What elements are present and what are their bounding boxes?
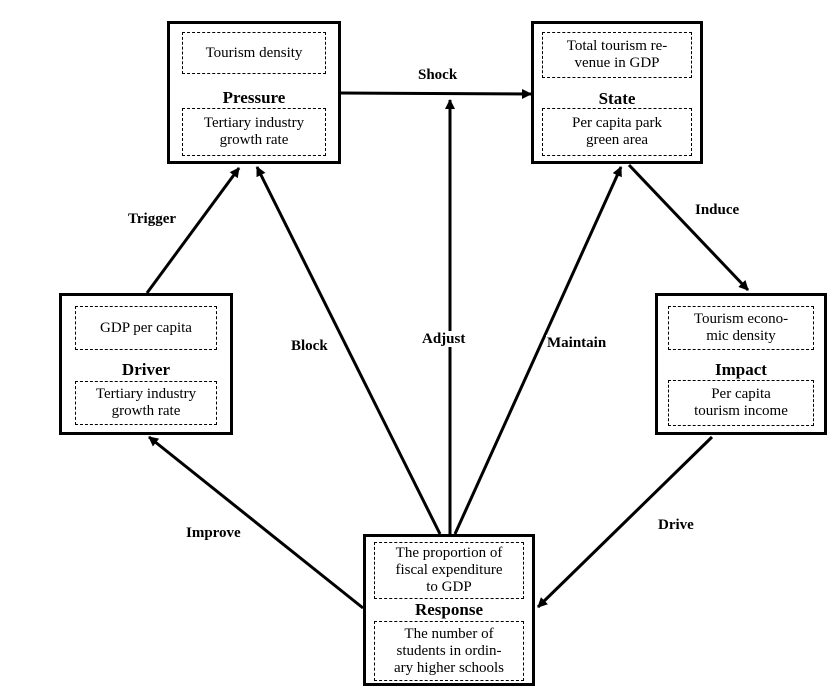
edge-label-shock: Shock [417,67,459,83]
edge-label-improve: Improve [185,525,242,541]
induce-arrow [627,163,750,292]
edge-label-adjust: Adjust [421,331,467,347]
driver-title: Driver [121,360,171,379]
maintain-arrow [453,166,623,535]
state-title: State [598,89,636,108]
impact-node: Tourism econo- mic density Impact Per ca… [655,293,827,435]
edge-label-block: Block [290,338,329,354]
driver-item-tertiary-growth: Tertiary industry growth rate [75,381,217,425]
response-title: Response [414,600,483,619]
pressure-node: Tourism density Pressure Tertiary indust… [167,21,341,164]
edge-label-maintain: Maintain [546,335,608,351]
pressure-item-tertiary-growth: Tertiary industry growth rate [182,108,326,156]
state-node: Total tourism re- venue in GDP State Per… [531,21,703,164]
drive-arrow [536,435,714,609]
response-node: The proportion of fiscal expenditure to … [363,534,535,686]
response-item-higher-school-students: The number of students in ordin- ary hig… [374,621,524,681]
edge-label-drive: Drive [657,517,695,533]
driver-item-gdp-per-capita: GDP per capita [75,306,217,350]
state-item-park-green-area: Per capita park green area [542,108,692,156]
edge-label-induce: Induce [694,202,741,218]
driver-node: GDP per capita Driver Tertiary industry … [59,293,233,435]
state-item-tourism-revenue: Total tourism re- venue in GDP [542,32,692,78]
pressure-item-tourism-density: Tourism density [182,32,326,74]
block-arrow [255,166,442,535]
trigger-arrow [145,167,241,294]
improve-arrow [148,435,364,610]
impact-item-economic-density: Tourism econo- mic density [668,306,814,350]
impact-item-tourism-income: Per capita tourism income [668,380,814,426]
response-item-fiscal-expenditure: The proportion of fiscal expenditure to … [374,542,524,599]
edge-label-trigger: Trigger [127,211,178,227]
pressure-title: Pressure [222,88,286,107]
impact-title: Impact [715,360,767,379]
shock-arrow [340,88,532,99]
